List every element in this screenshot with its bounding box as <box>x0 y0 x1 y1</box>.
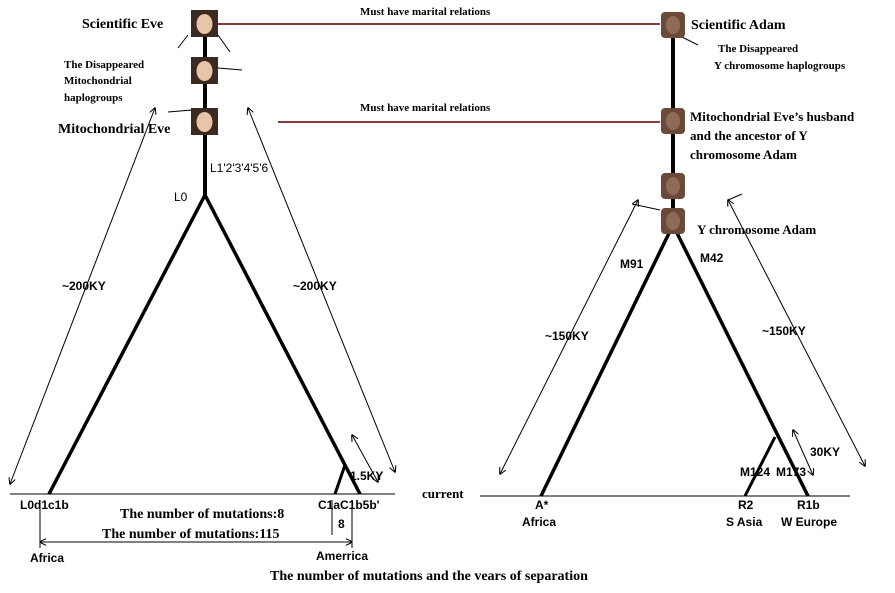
branch-L1-line <box>203 194 362 495</box>
mito-small-span-label: 1.5KY <box>350 469 383 483</box>
mito-left-span-label: ~200KY <box>62 279 106 293</box>
mitochondrial-eve-label: Mitochondrial Eve <box>58 122 170 137</box>
disappeared-mito-label-2: Mitochondrial <box>64 75 132 87</box>
current-label: current <box>422 486 464 501</box>
region-america: Amerrica <box>316 549 368 563</box>
intermediate-adam-face-icon <box>661 173 685 199</box>
small-span-arrow <box>352 435 378 482</box>
region-africa-left: Africa <box>30 551 64 565</box>
y-adam-face-icon <box>661 208 685 234</box>
region-africa-right: Africa <box>522 515 556 529</box>
scientific-adam-label: Scientific Adam <box>691 18 786 33</box>
husband-label-3: chromosome Adam <box>690 147 797 162</box>
relation-middle-label: Must have marital relations <box>360 102 491 114</box>
mitochondrial-eve-face-icon <box>191 108 218 135</box>
disappeared-y-label-1: The Disappeared <box>718 43 798 55</box>
region-w-europe: W Europe <box>781 515 837 529</box>
leaf-A-label: A* <box>535 498 549 512</box>
leaf-C1b5b-label: C1b5b' <box>340 498 380 512</box>
branch-M173-label: M173 <box>776 465 806 479</box>
disappeared-y-label-2: Y chromosome haplogroups <box>714 60 846 72</box>
branch-M91-label: M91 <box>620 257 644 271</box>
y-tree: Scientific Adam The Disappeared Y chromo… <box>422 12 865 529</box>
leaf-C1a-label: C1a <box>318 498 340 512</box>
disappeared-mito-label-3: haplogroups <box>64 92 123 104</box>
branch-L0-line <box>47 194 207 495</box>
branch-M91-line <box>539 224 675 497</box>
branch-M42-label: M42 <box>700 251 724 265</box>
y-right-span-label: ~150KY <box>762 324 806 338</box>
branch-L0-label: L0 <box>174 190 188 204</box>
mutations-115-label: The number of mutations:115 <box>102 527 279 542</box>
scientific-eve-label: Scientific Eve <box>82 17 163 32</box>
y-left-span-label: ~150KY <box>545 329 589 343</box>
scientific-adam-face-icon <box>661 12 685 38</box>
y-left-span-arrow <box>500 200 638 474</box>
mito-tree: Scientific Eve The Disappeared Mitochond… <box>10 10 395 565</box>
y-small-span-label: 30KY <box>810 445 840 459</box>
mutations-8-label: The number of mutations:8 <box>120 507 284 522</box>
branch-M42-line <box>671 224 810 497</box>
mutations-8-box-value: 8 <box>338 517 345 531</box>
branch-C1a-line <box>333 464 347 495</box>
y-right-span-arrow <box>728 200 865 466</box>
scientific-eve-face-icon <box>191 10 218 37</box>
leaf-R1b-label: R1b <box>797 498 820 512</box>
y-small-span-arrow <box>793 430 813 475</box>
leaf-R2-label: R2 <box>738 498 754 512</box>
disappeared-mito-label-1: The Disappeared <box>64 59 144 71</box>
branch-M124-label: M124 <box>740 465 770 479</box>
left-span-arrow <box>10 108 155 484</box>
relation-top-label: Must have marital relations <box>360 6 491 18</box>
husband-face-icon <box>661 108 685 134</box>
right-span-arrow <box>248 108 395 472</box>
caption: The number of mutations and the vears of… <box>270 569 588 584</box>
branch-L1-label: L1'2'3'4'5'6 <box>210 161 268 175</box>
relations: Must have marital relations Must have ma… <box>218 6 660 123</box>
leaf-L0d1c1b-label: L0d1c1b <box>20 498 69 512</box>
husband-label-1: Mitochondrial Eve’s husband <box>690 109 855 124</box>
mito-right-span-label: ~200KY <box>293 279 337 293</box>
region-s-asia: S Asia <box>726 515 763 529</box>
husband-label-2: and the ancestor of Y <box>690 128 808 143</box>
y-adam-label: Y chromosome Adam <box>697 222 816 237</box>
disappeared-mito-face-icon <box>191 57 218 84</box>
